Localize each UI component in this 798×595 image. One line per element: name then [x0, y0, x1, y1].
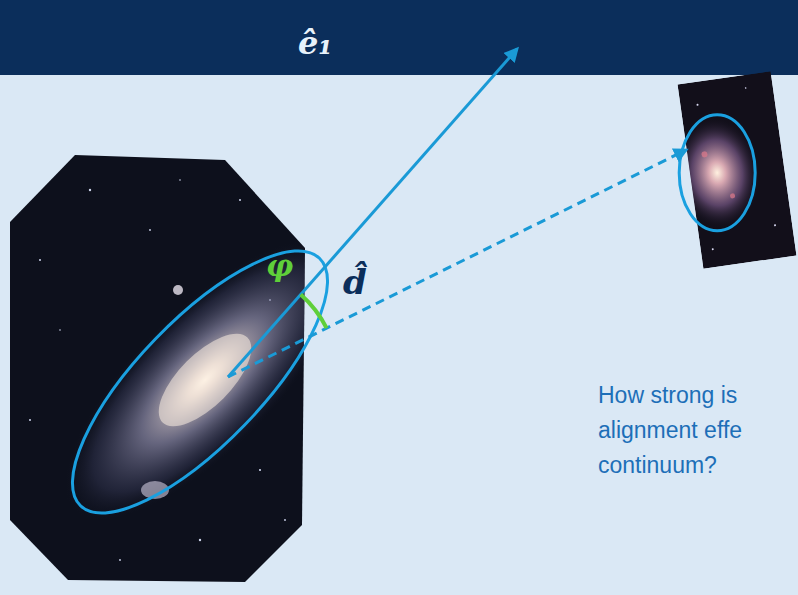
ellipse-outline: [36, 215, 364, 549]
d-vector: [228, 150, 686, 377]
large-galaxy: [0, 150, 385, 590]
small-galaxy: [659, 71, 796, 271]
question-text: How strong is alignment effe continuum?: [598, 378, 786, 483]
vector-label: ê₁: [298, 24, 332, 62]
angle-label: φ: [266, 248, 293, 283]
angle-arc: [301, 295, 327, 329]
vector-label: d̂: [343, 262, 367, 302]
header-band: [0, 0, 798, 75]
e1-vector: [228, 49, 517, 377]
